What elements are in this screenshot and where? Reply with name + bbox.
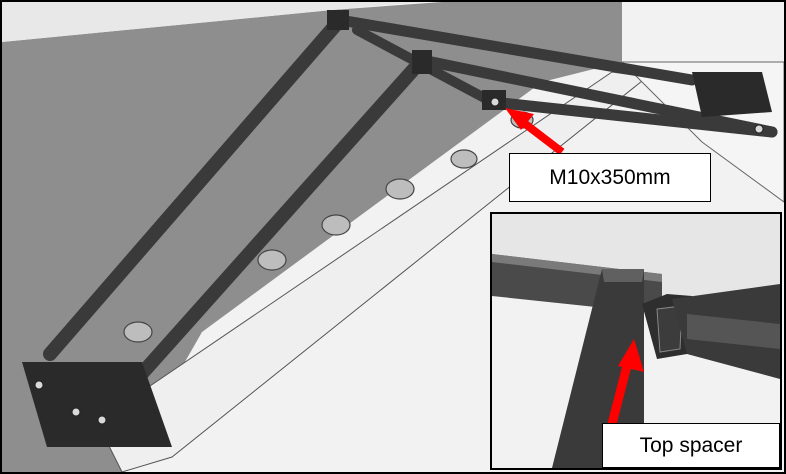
arrow-to-bolt [505, 108, 565, 156]
bolts [34, 97, 764, 425]
sz-logo-icon [656, 305, 683, 353]
arrow-to-spacer [607, 339, 644, 426]
bolt-callout-label: M10x350mm [509, 153, 711, 202]
brackets [22, 10, 772, 447]
spacer-callout-label: Top spacer [602, 423, 780, 468]
rail-holes [123, 111, 534, 343]
